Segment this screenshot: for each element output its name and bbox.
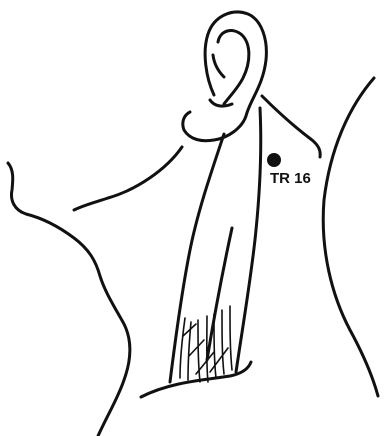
muscle-back-edge bbox=[236, 108, 261, 372]
acupoint-marker bbox=[267, 153, 281, 167]
acupoint-tr16: TR 16 bbox=[267, 153, 311, 187]
muscle-inner-line bbox=[207, 228, 232, 360]
face-and-throat-outline bbox=[8, 163, 130, 436]
muscle-front-edge bbox=[170, 134, 224, 382]
neck-muscle bbox=[170, 108, 261, 382]
ear bbox=[183, 12, 267, 141]
back-of-neck-outline bbox=[323, 78, 378, 396]
acupoint-label: TR 16 bbox=[270, 170, 311, 187]
shoulder-line bbox=[141, 362, 251, 397]
tendon-fibers bbox=[180, 306, 232, 382]
occiput-to-neck-line bbox=[262, 96, 320, 157]
head-and-neck-outline bbox=[8, 78, 378, 436]
jaw-line bbox=[74, 147, 182, 210]
